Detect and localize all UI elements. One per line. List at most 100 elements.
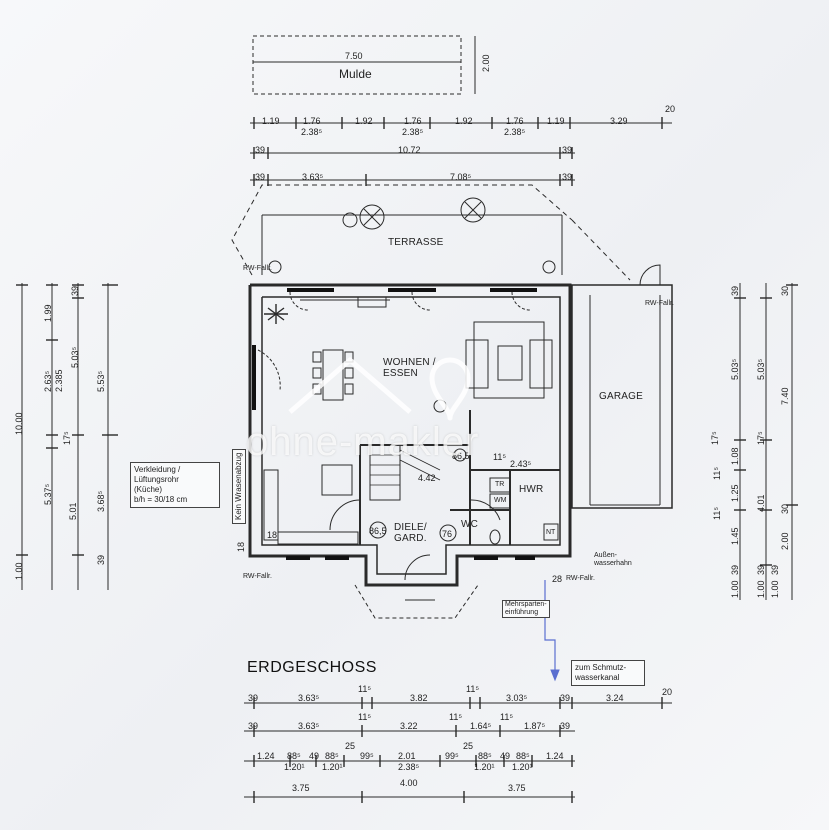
bottom-dim-r3-4: 88⁵ — [325, 751, 339, 761]
bottom-dim-r3-3: 49 — [309, 751, 320, 761]
bottom-dim-r2-5: 11⁵ — [449, 712, 463, 722]
bottom-dim-r1-4: 3.82 — [410, 693, 428, 703]
top-dim-row3-3: 7.08⁵ — [450, 172, 472, 182]
top-dim-5: 1.76 — [404, 116, 422, 126]
bottom-dim-r1-9: 20 — [662, 687, 673, 697]
bottom-dim-r2-4: 3.22 — [400, 721, 418, 731]
bottom-dim-r3-5: 25 — [345, 741, 356, 751]
note-mehrsparten: Mehrsparten- einführung — [502, 600, 550, 618]
top-dim-row3-4: 39 — [562, 172, 573, 182]
dim-76: 76 — [442, 529, 453, 539]
note-aussenwasserhahn-2: wasserhahn — [594, 560, 632, 567]
note-kueche-line1: Verkleidung / Lüftungsrohr — [134, 465, 181, 484]
top-dim-row3-1: 39 — [255, 172, 266, 182]
top-dim-3: 2.38⁵ — [301, 127, 323, 137]
bottom-dim-r3-12: 88⁵ — [516, 751, 530, 761]
top-dim-7: 1.92 — [455, 116, 473, 126]
bottom-dim-r1-8: 3.24 — [606, 693, 624, 703]
bottom-dim-r3b-4: 1.20¹ — [474, 762, 495, 772]
bottom-dim-r3-10: 88⁵ — [478, 751, 492, 761]
note-schmutzwasser: zum Schmutz- wasserkanal — [571, 660, 645, 686]
room-diele: DIELE/ — [394, 522, 427, 533]
top-dim-11: 3.29 — [610, 116, 628, 126]
top-dim-row2-1: 39 — [255, 145, 266, 155]
bottom-dim-r3b-1: 1.20¹ — [284, 762, 305, 772]
bottom-dim-r1-7: 39 — [560, 693, 571, 703]
room-hwr: HWR — [519, 484, 544, 495]
bottom-dim-r2-2: 3.63⁵ — [298, 721, 320, 731]
note-rw-fallr-3: RW-Fallr. — [243, 573, 272, 580]
dim-865-b: 86,5 — [369, 526, 387, 536]
room-wohnen: WOHNEN / — [383, 357, 436, 368]
bottom-dim-r4-2: 4.00 — [400, 778, 418, 788]
label-nt: NT — [546, 529, 556, 536]
dim-442: 4.42 — [418, 473, 436, 483]
bottom-dim-r4-3: 3.75 — [508, 783, 526, 793]
bottom-dim-r2-9: 39 — [560, 721, 571, 731]
bottom-dim-r3-1: 1.24 — [257, 751, 275, 761]
bottom-dim-r3-7: 2.01 — [398, 751, 416, 761]
bottom-dim-r2-6: 1.64⁵ — [470, 721, 492, 731]
mulde-width-label: 7.50 — [345, 51, 363, 61]
bottom-dim-r3-6: 99⁵ — [360, 751, 374, 761]
dim-hwr-243: 2.43⁵ — [510, 459, 532, 469]
room-garage: GARAGE — [599, 391, 643, 402]
bottom-dim-r3-13: 1.24 — [546, 751, 564, 761]
bottom-dim-r3-8: 99⁵ — [445, 751, 459, 761]
top-dim-9: 2.38⁵ — [504, 127, 526, 137]
bottom-dim-r3-2: 88⁵ — [287, 751, 301, 761]
label-tr: TR — [495, 481, 505, 488]
bottom-dim-r3-9: 25 — [463, 741, 474, 751]
note-rw-fallr-1: RW-Fallr. — [243, 265, 272, 272]
label-wm: WM — [494, 497, 507, 504]
note-mehrsparten-line1: Mehrsparten- — [505, 601, 547, 608]
bottom-dim-r3b-3: 2.38⁵ — [398, 762, 420, 772]
bottom-dim-r2-1: 39 — [248, 721, 259, 731]
note-schmutzwasser-line2: wasserkanal — [575, 673, 620, 682]
room-wc: WC — [461, 519, 479, 530]
bottom-dim-r1-1: 39 — [248, 693, 259, 703]
top-dim-10: 1.19 — [547, 116, 565, 126]
dim-18-a: 18 — [267, 530, 278, 540]
mulde-label: Mulde — [339, 67, 372, 81]
note-rw-fallr-4: RW-Fallr. — [566, 575, 595, 582]
room-gard: GARD. — [394, 533, 427, 544]
bottom-dim-r1-5: 11⁵ — [466, 684, 480, 694]
bottom-dim-r2-7: 11⁵ — [500, 712, 514, 722]
bottom-dim-r3b-2: 1.20¹ — [322, 762, 343, 772]
bottom-dim-r2-8: 1.87⁵ — [524, 721, 546, 731]
dim-28: 28 — [552, 574, 563, 584]
note-rw-fallr-2: RW-Fallr. — [645, 300, 674, 307]
top-dim-8: 1.76 — [506, 116, 524, 126]
note-kueche-line2: (Küche) — [134, 485, 163, 494]
top-dim-2: 1.76 — [303, 116, 321, 126]
note-schmutzwasser-line1: zum Schmutz- — [575, 663, 627, 672]
bottom-dim-r3-11: 49 — [500, 751, 511, 761]
top-dim-4: 1.92 — [355, 116, 373, 126]
bottom-dim-r4-1: 3.75 — [292, 783, 310, 793]
top-dim-row2-2: 10.72 — [398, 145, 421, 155]
top-dim-row2-3: 39 — [562, 145, 573, 155]
room-terrasse: TERRASSE — [388, 237, 444, 248]
note-aussenwasserhahn-1: Außen- — [594, 552, 617, 559]
bottom-dim-r1-3: 11⁵ — [358, 684, 372, 694]
plan-title: ERDGESCHOSS — [247, 659, 377, 676]
note-mehrsparten-line2: einführung — [505, 609, 539, 616]
room-essen: ESSEN — [383, 368, 418, 379]
top-dim-1: 1.19 — [262, 116, 280, 126]
bottom-dim-r1-6: 3.03⁵ — [506, 693, 528, 703]
dim-865-a: 86,5 — [452, 451, 470, 461]
watermark-text: ohne-makler — [246, 420, 480, 464]
top-dim-6: 2.38⁵ — [402, 127, 424, 137]
bottom-dim-r1-2: 3.63⁵ — [298, 693, 320, 703]
bottom-dim-r3b-5: 1.20¹ — [512, 762, 533, 772]
top-dim-12: 20 — [665, 104, 676, 114]
note-kueche-line3: b/h = 30/18 cm — [134, 495, 188, 504]
bottom-dim-r2-3: 11⁵ — [358, 712, 372, 722]
top-dim-row3-2: 3.63⁵ — [302, 172, 324, 182]
dim-hwr-115: 11⁵ — [493, 452, 507, 462]
note-kueche: Verkleidung / Lüftungsrohr (Küche) b/h =… — [130, 462, 220, 508]
